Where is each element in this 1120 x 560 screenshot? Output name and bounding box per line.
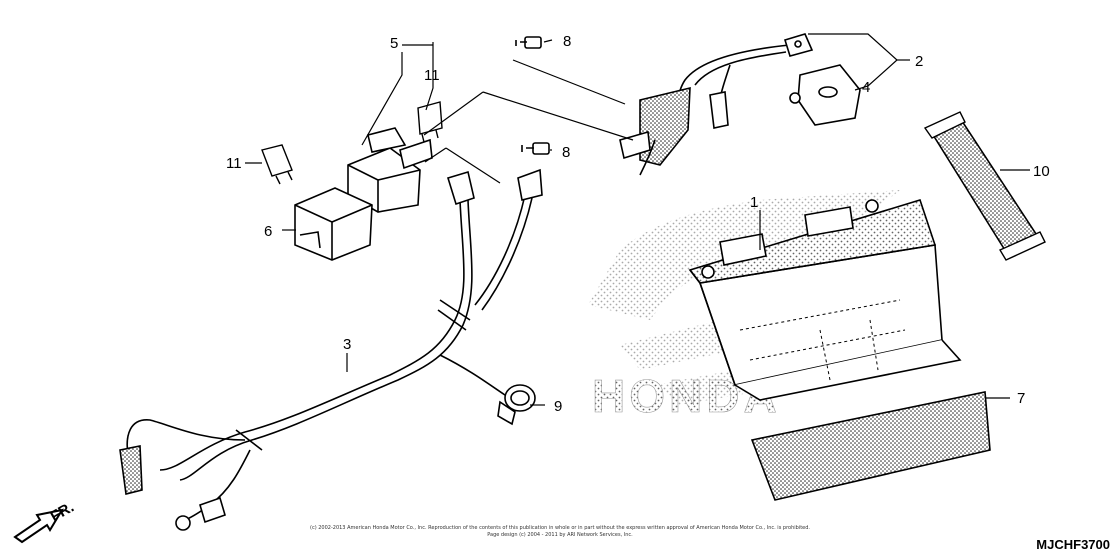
callout-6: 6 (264, 223, 272, 240)
relay-cover (294, 187, 373, 261)
bolt-lower (521, 142, 550, 155)
callout-numbers: 1 2 3 4 5 6 7 8 8 9 10 11 11 (226, 33, 1050, 415)
callout-4: 4 (862, 79, 870, 96)
cable-clamp (497, 384, 536, 426)
callout-3: 3 (343, 336, 351, 353)
battery-positive-cable (619, 33, 814, 176)
copyright-line-1: (c) 2002-2013 American Honda Motor Co., … (310, 525, 810, 531)
callout-10: 10 (1033, 163, 1050, 180)
callout-8-lower: 8 (562, 144, 570, 161)
copyright-line-2: Page design (c) 2004 - 2011 by ARI Netwo… (487, 532, 633, 538)
fuse-left (261, 144, 293, 185)
terminal-cover (789, 64, 861, 126)
callout-11-upper: 11 (424, 67, 440, 84)
battery (688, 199, 962, 401)
bolt-upper (515, 36, 542, 49)
callout-7: 7 (1017, 390, 1025, 407)
callout-5: 5 (390, 35, 398, 52)
callout-8-upper: 8 (563, 33, 571, 50)
callout-1: 1 (750, 194, 758, 211)
leader-lines (245, 33, 1030, 406)
front-arrow-icon (13, 508, 65, 544)
callout-11-left: 11 (226, 155, 242, 172)
battery-band (923, 111, 1046, 261)
callout-9: 9 (554, 398, 562, 415)
callout-2: 2 (915, 53, 923, 70)
battery-pad (750, 391, 991, 501)
battery-wire-harness (119, 168, 543, 531)
diagram-code: MJCHF3700 (1036, 537, 1110, 552)
fuse-upper (417, 101, 443, 143)
